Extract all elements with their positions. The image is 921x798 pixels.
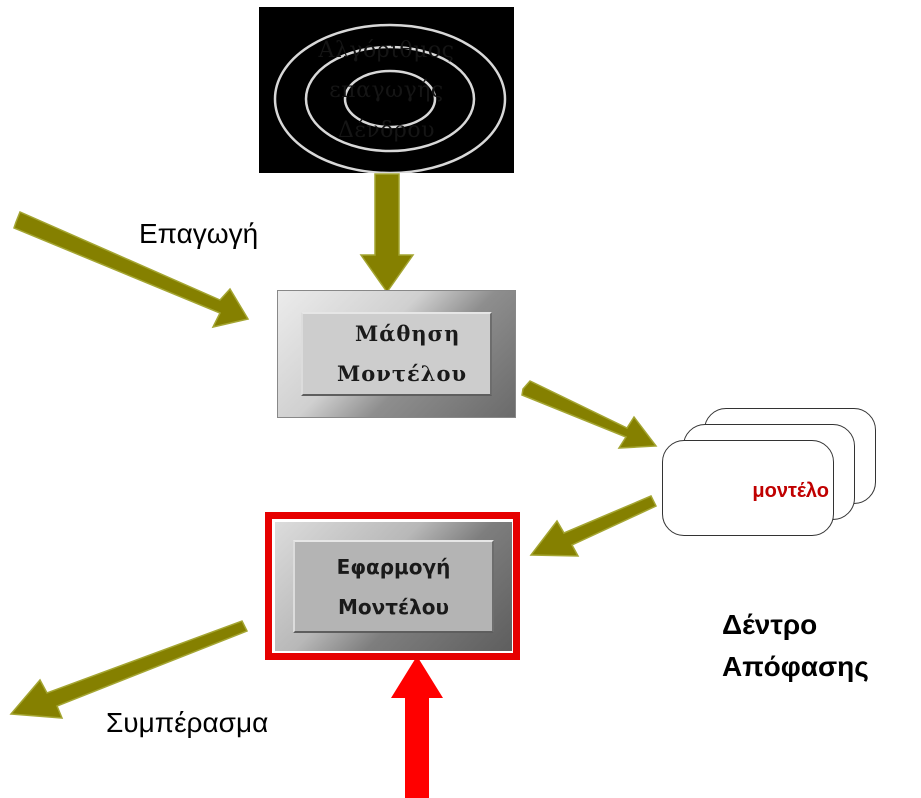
arrow-algorithm-to-learn <box>359 173 415 294</box>
learn-model-face: Μάθηση Μοντέλου <box>301 312 492 396</box>
arrow-learn-to-model <box>521 380 658 449</box>
apply-model-box: Εφαρμογή Μοντέλου <box>275 522 512 651</box>
arrow-induction <box>13 211 250 329</box>
algorithm-line-1: Αλγόριθμος <box>318 38 455 63</box>
algorithm-line-3: Δένδρου <box>338 118 435 143</box>
apply-model-line-1: Εφαρμογή <box>336 554 451 579</box>
conclusion-label: Συμπέρασμα <box>106 707 269 738</box>
decision-tree-label: Δέντρο Απόφασης <box>722 604 869 688</box>
concentric-rings <box>273 23 507 173</box>
algorithm-label: Αλγόριθμος επαγωγής Δένδρου <box>259 31 514 151</box>
decision-tree-line-1: Δέντρο <box>722 609 818 640</box>
learn-model-line-1: Μάθηση <box>355 321 461 346</box>
algorithm-line-2: επαγωγής <box>329 78 444 103</box>
arrow-input-red <box>391 656 443 798</box>
decision-tree-line-2: Απόφασης <box>722 651 869 682</box>
induction-label: Επαγωγή <box>139 218 259 249</box>
apply-model-face: Εφαρμογή Μοντέλου <box>293 540 494 633</box>
arrow-model-to-apply <box>529 495 658 557</box>
learn-model-line-2: Μοντέλου <box>337 361 468 386</box>
learn-model-box: Μάθηση Μοντέλου <box>277 290 516 418</box>
model-label: μοντέλο <box>752 479 829 502</box>
arrow-conclusion <box>9 620 249 719</box>
algorithm-box: Αλγόριθμος επαγωγής Δένδρου <box>259 7 514 173</box>
model-card-front: μοντέλο <box>662 440 834 536</box>
apply-model-line-2: Μοντέλου <box>337 594 450 619</box>
